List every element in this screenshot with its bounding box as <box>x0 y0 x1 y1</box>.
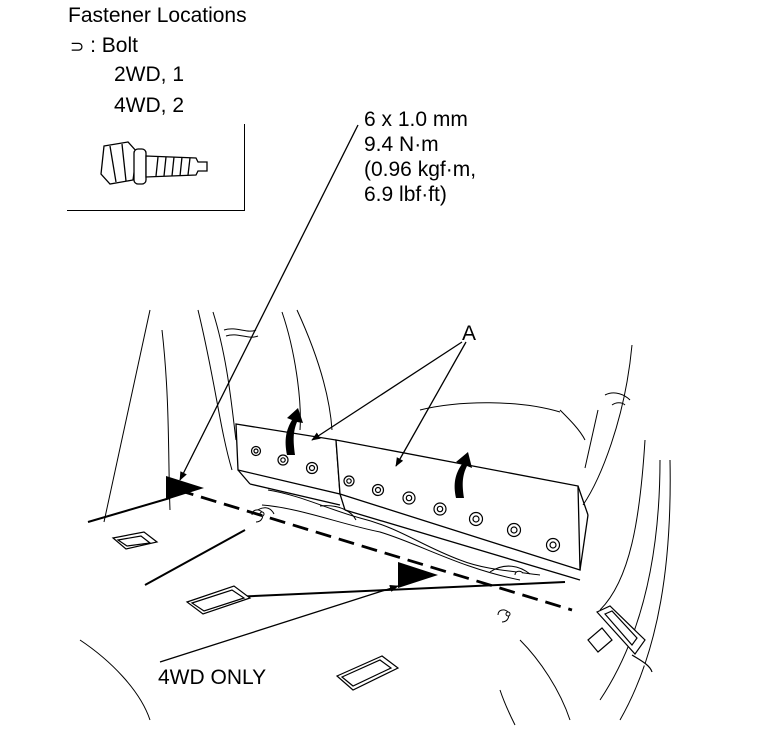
clip-icons <box>251 509 524 623</box>
removal-arrow-left-icon <box>285 408 303 455</box>
bolt-icon <box>100 141 208 185</box>
torque-spec-lbf: 6.9 lbf·ft) <box>364 183 447 206</box>
legend-row: ⊃ : Bolt <box>70 34 138 59</box>
bolt-count-4wd: 4WD, 2 <box>114 94 185 117</box>
floor-channel <box>254 489 541 581</box>
note-4wd-only: 4WD ONLY <box>158 666 267 689</box>
leader-lines <box>159 124 467 663</box>
diagram-title: Fastener Locations <box>68 4 247 27</box>
removal-arrow-right-icon <box>454 452 472 498</box>
bolt-count-2wd: 2WD, 1 <box>114 63 185 86</box>
torque-spec-nm: 9.4 N·m <box>364 133 439 156</box>
seatbelt-buckle-icon <box>587 605 653 673</box>
fastener-marker-bolt <box>166 476 204 500</box>
bolt-symbol-icon: ⊃ <box>70 37 85 56</box>
panel-a-holes <box>250 445 561 553</box>
legend-label: Bolt <box>101 34 138 57</box>
legend-separator: : <box>84 34 102 57</box>
callout-a-label: A <box>462 322 477 345</box>
legend-box <box>67 124 245 211</box>
panel-a-right <box>335 439 589 581</box>
fastener-marker-4wd <box>398 562 438 588</box>
floor-slots <box>111 531 400 691</box>
bolt-size-spec: 6 x 1.0 mm <box>364 108 468 131</box>
body-outline <box>79 309 671 726</box>
dashed-line <box>177 488 573 612</box>
torque-spec-kgf: (0.96 kgf·m, <box>364 158 477 181</box>
